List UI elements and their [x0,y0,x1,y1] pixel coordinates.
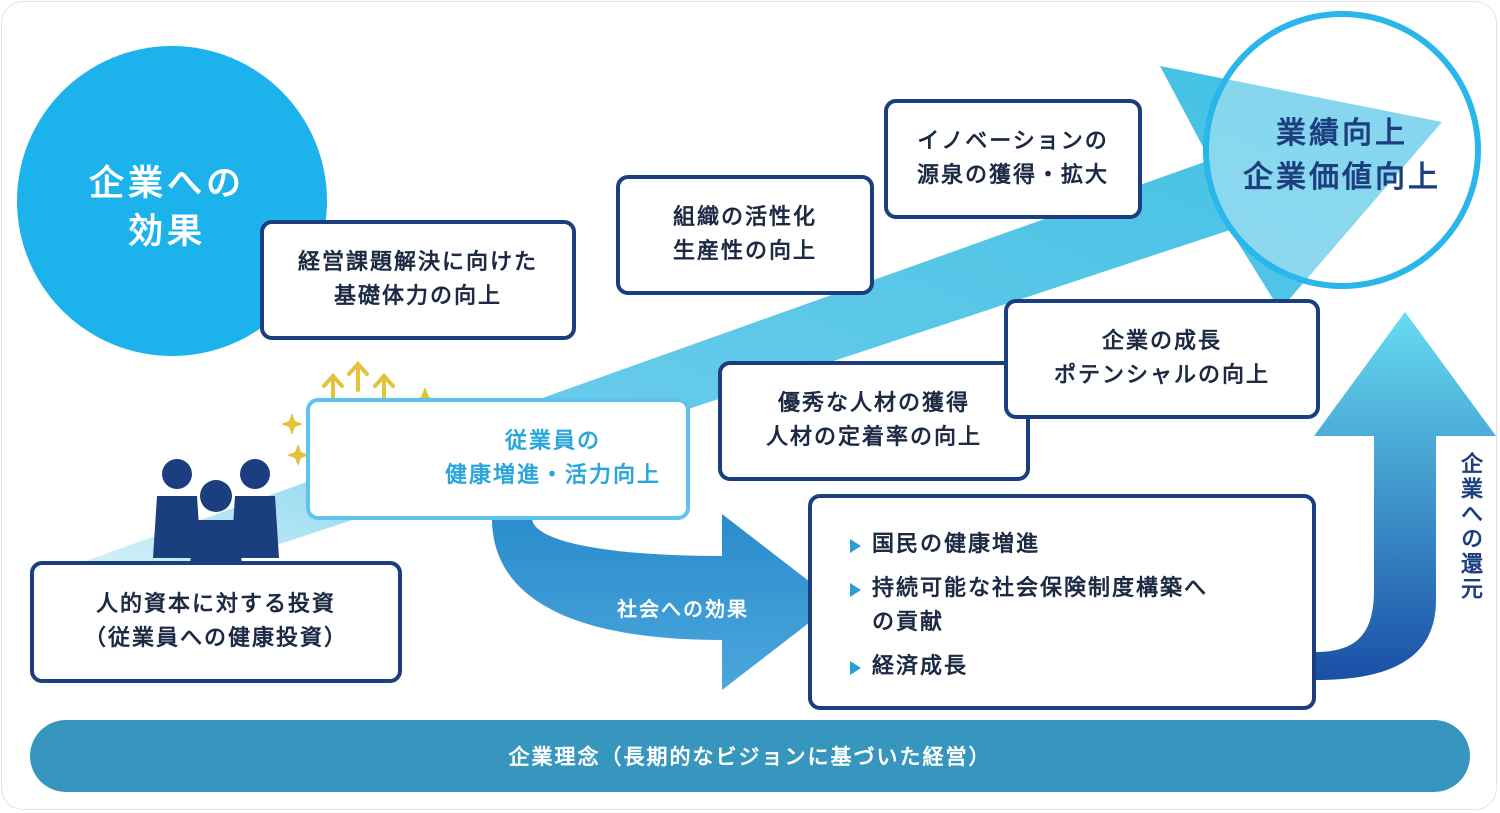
result-label: 業績向上 企業価値向上 [1212,112,1472,200]
investment-box: 人的資本に対する投資 （従業員への健康投資） [30,561,402,683]
talent-box: 優秀な人材の獲得 人材の定着率の向上 [718,361,1030,481]
innovation-box: イノベーションの 源泉の獲得・拡大 [884,99,1142,219]
investment-line: 人的資本に対する投資 [95,592,336,617]
foundation-line: 基礎体力の向上 [333,284,502,309]
organization-line: 組織の活性化 [672,205,817,230]
health-line: 従業員の [504,429,601,454]
investment-line: （従業員への健康投資） [83,626,348,651]
result-line: 企業価値向上 [1243,160,1441,195]
health-box: 従業員の 健康増進・活力向上 [306,398,690,520]
social-effect-arrow [492,514,836,690]
foundation-box: 経営課題解決に向けた 基礎体力の向上 [260,220,576,340]
return-label: 企業への還元 [1457,452,1482,602]
growth-line: 企業の成長 [1101,329,1222,354]
health-line: 健康増進・活力向上 [444,463,661,488]
talent-line: 人材の定着率の向上 [765,425,982,450]
return-arrow [1314,312,1496,680]
social-effect-line: 経済成長 [872,654,969,679]
talent-line: 優秀な人材の獲得 [777,391,970,416]
employees-group-icon [153,459,279,566]
social-effect-item: 国民の健康増進 [850,528,1040,562]
social-effect-item: 経済成長 [850,650,968,684]
effect-circle-line: 企業への [88,164,245,204]
result-line: 業績向上 [1276,116,1408,151]
social-effect-line: の貢献 [872,610,945,635]
philosophy-text: 企業理念（長期的なビジョンに基づいた経営） [508,745,992,769]
innovation-line: イノベーションの [917,129,1109,154]
foundation-line: 経営課題解決に向けた [297,250,538,275]
organization-box: 組織の活性化 生産性の向上 [616,175,874,295]
philosophy-banner: 企業理念（長期的なビジョンに基づいた経営） [30,720,1470,792]
result-circle [1203,11,1481,289]
social-effects-box: 国民の健康増進 持続可能な社会保険制度構築へ の貢献 経済成長 [808,494,1316,710]
effect-circle-label: 企業への 効果 [17,160,317,256]
social-effect-line: 持続可能な社会保険制度構築へ [872,576,1209,601]
social-effect-line: 国民の健康増進 [872,532,1041,557]
organization-line: 生産性の向上 [672,239,817,264]
social-effect-item: 持続可能な社会保険制度構築へ の貢献 [850,572,1208,640]
growth-line: ポテンシャルの向上 [1053,363,1270,388]
innovation-line: 源泉の獲得・拡大 [916,163,1109,188]
social-effect-label: 社会への効果 [617,597,749,621]
effect-circle-line: 効果 [127,212,206,252]
growth-box: 企業の成長 ポテンシャルの向上 [1004,299,1320,419]
